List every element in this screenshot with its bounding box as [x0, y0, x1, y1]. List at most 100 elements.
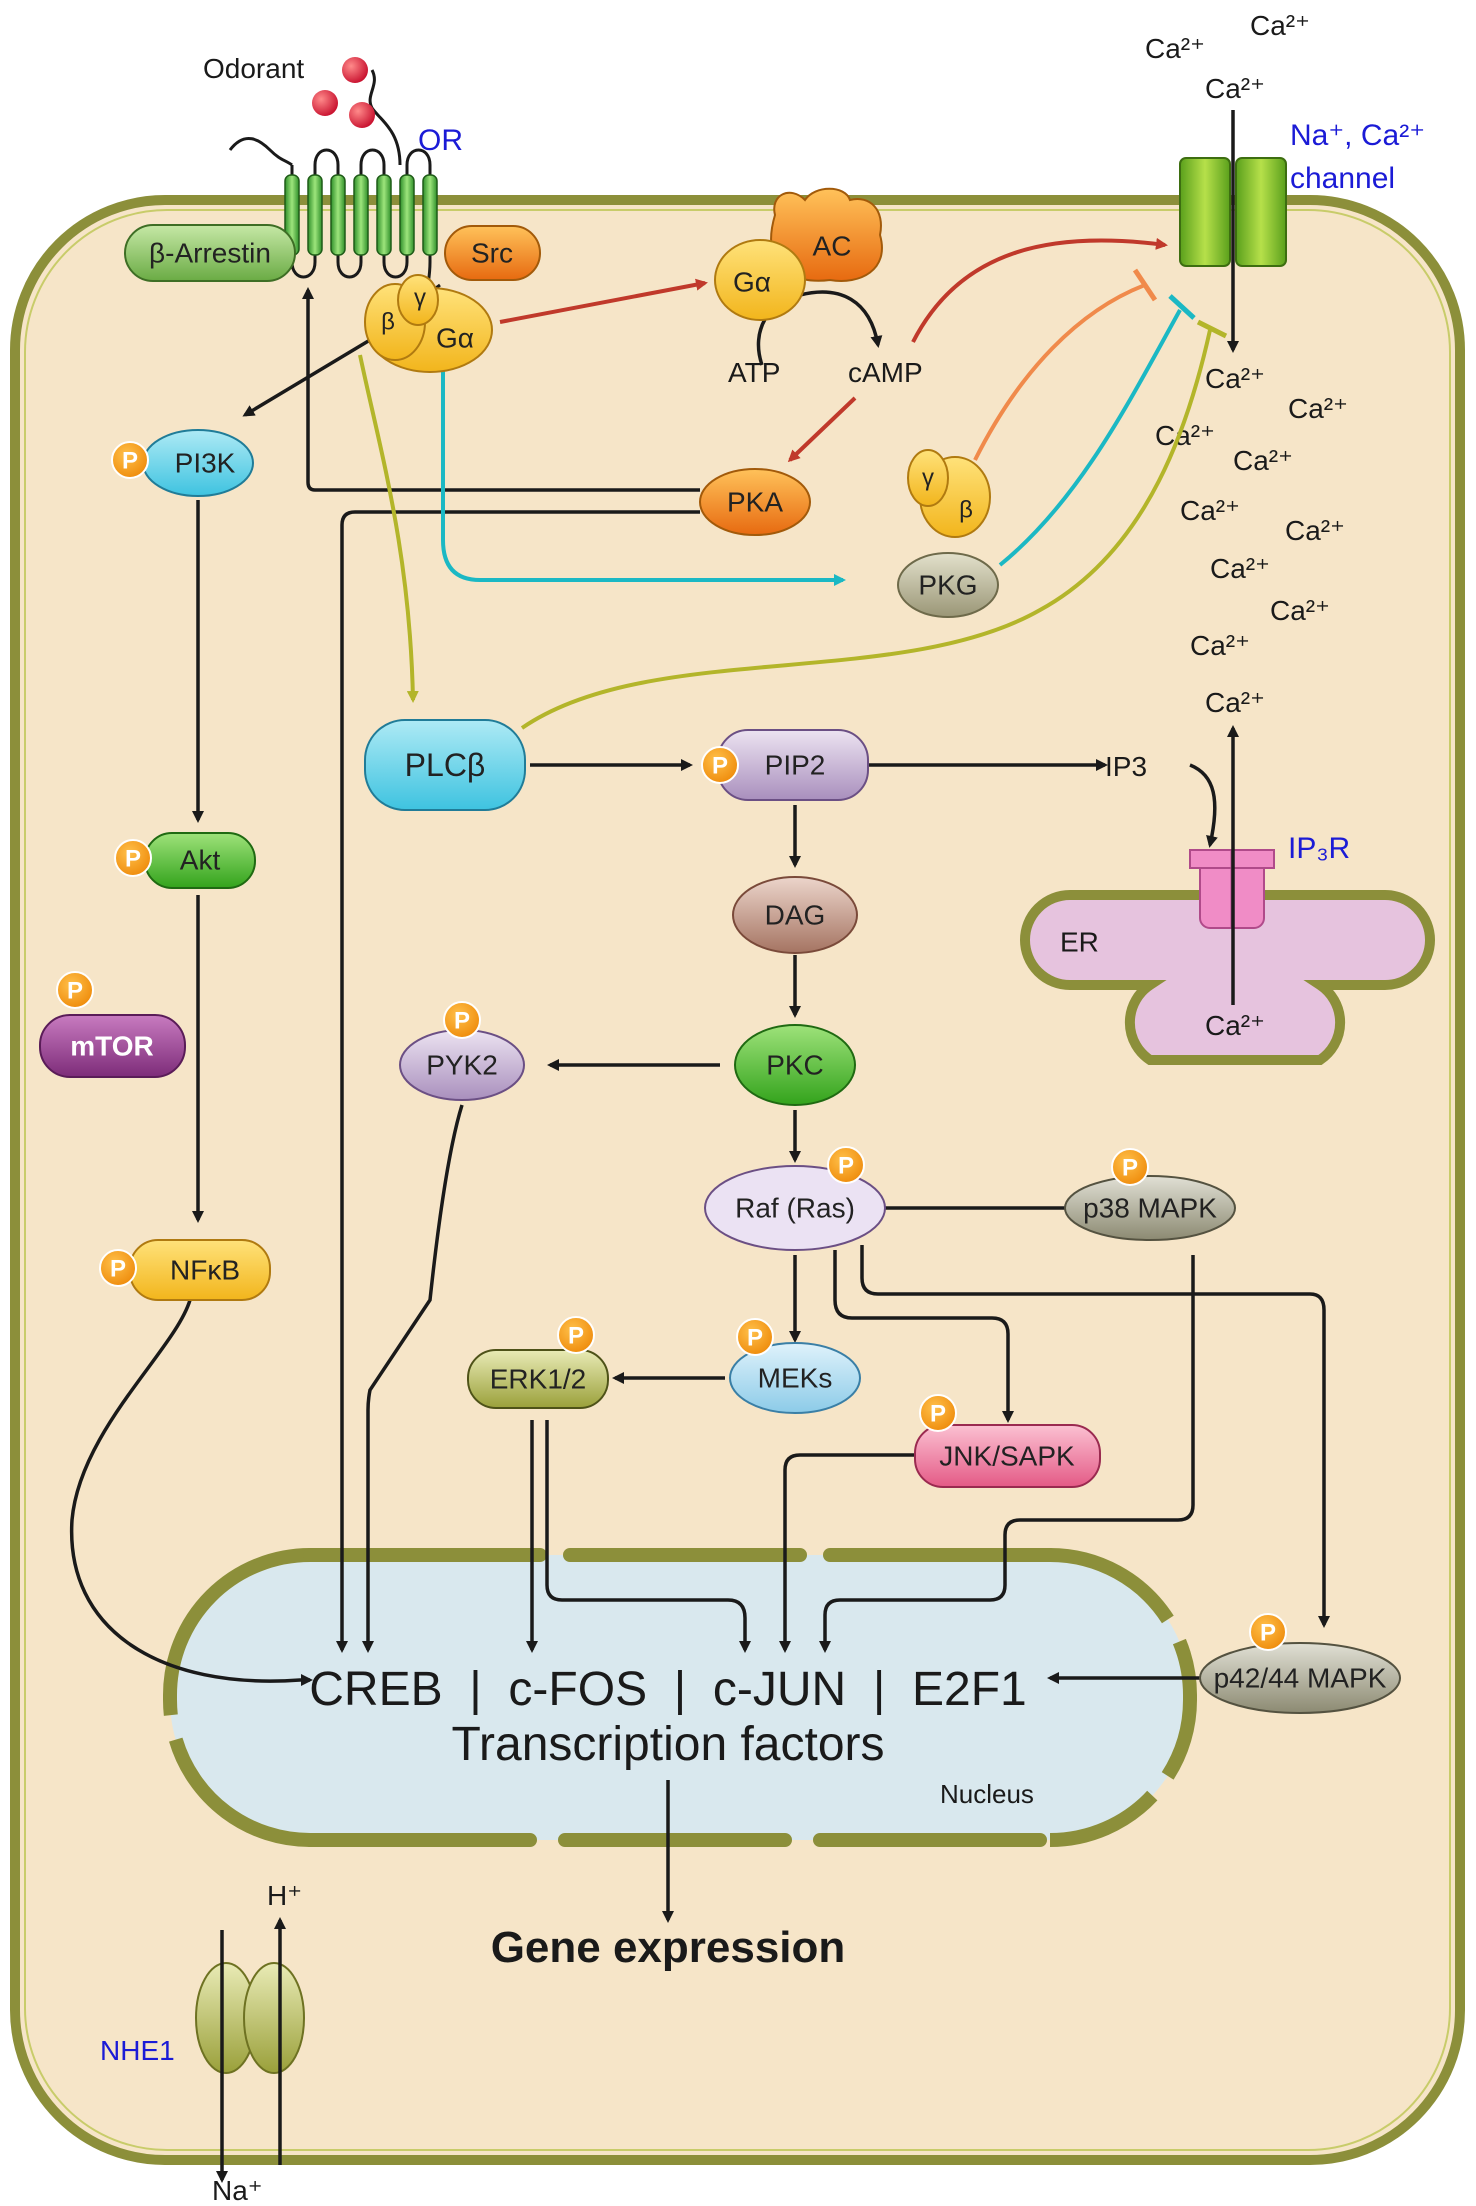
ca-ion-label: Ca²⁺: [1145, 33, 1205, 64]
src-label: Src: [471, 238, 513, 269]
nhe1-exchanger: NHE1 H⁺ Na⁺: [100, 1880, 305, 2206]
phospho-label: P: [712, 753, 728, 780]
pyk2-label: PYK2: [426, 1050, 498, 1081]
ca-ion-label: Ca²⁺: [1233, 445, 1293, 476]
ca-ion-label: Ca²⁺: [1285, 515, 1345, 546]
ip3-label: IP3: [1105, 751, 1147, 782]
phospho-label: P: [568, 1323, 584, 1350]
phospho-badge-pi3k: P: [111, 441, 149, 479]
gbg-beta-label: β: [959, 497, 973, 524]
node-pka: PKA: [699, 468, 811, 536]
ac-galpha-label: Gα: [733, 267, 771, 298]
ca-ion-label: Ca²⁺: [1250, 10, 1310, 41]
camp-label: cAMP: [848, 357, 923, 388]
channel-label-line2: channel: [1290, 162, 1395, 195]
g-beta-label: β: [381, 309, 395, 336]
node-dag: DAG: [732, 876, 858, 954]
odorant-label: Odorant: [203, 53, 304, 84]
phospho-label: P: [1260, 1620, 1276, 1647]
ca-ion-label: Ca²⁺: [1205, 1010, 1265, 1041]
atp-label: ATP: [728, 357, 780, 388]
p38-label: p38 MAPK: [1083, 1193, 1217, 1224]
ip3r-label: IP₃R: [1288, 832, 1350, 865]
phospho-label: P: [122, 448, 138, 475]
gene-expression-label: Gene expression: [491, 1923, 846, 1972]
beta-arrestin-label: β-Arrestin: [149, 238, 271, 269]
node-mtor: mTOR: [39, 1014, 186, 1078]
phospho-label: P: [67, 978, 83, 1005]
node-p38-mapk: p38 MAPK: [1064, 1175, 1236, 1241]
pkc-label: PKC: [766, 1050, 824, 1081]
odorant-molecule: [349, 102, 375, 128]
h-plus-label: H⁺: [267, 1880, 302, 1911]
phospho-badge-nfkb: P: [99, 1249, 137, 1287]
dag-label: DAG: [765, 900, 826, 931]
channel-label-line1: Na⁺, Ca²⁺: [1290, 119, 1425, 152]
phospho-label: P: [454, 1008, 470, 1035]
p4244-label: p42/44 MAPK: [1214, 1663, 1387, 1694]
plcb-label: PLCβ: [405, 747, 486, 783]
phospho-label: P: [1122, 1155, 1138, 1182]
gbg-gamma-label: γ: [922, 465, 934, 492]
phospho-badge-pyk2: P: [443, 1001, 481, 1039]
g-alpha-label: Gα: [436, 323, 474, 354]
ca-ion-label: Ca²⁺: [1288, 393, 1348, 424]
node-g-protein: β γ Gα: [364, 274, 493, 373]
phospho-badge-jnk: P: [919, 1394, 957, 1432]
node-pkc: PKC: [734, 1024, 856, 1106]
nfkb-label: NFκB: [170, 1255, 240, 1286]
g-gamma-label: γ: [414, 285, 426, 312]
akt-label: Akt: [180, 845, 221, 876]
odorant: Odorant: [203, 53, 375, 128]
node-pyk2: PYK2: [399, 1029, 525, 1101]
node-nfkb: NFκB: [129, 1239, 271, 1301]
phospho-label: P: [930, 1401, 946, 1428]
node-akt: Akt: [144, 832, 256, 889]
pip2-label: PIP2: [765, 750, 826, 781]
er-label: ER: [1060, 927, 1099, 958]
node-pkg: PKG: [897, 552, 999, 618]
mtor-label: mTOR: [70, 1031, 154, 1062]
phospho-badge-pip2: P: [701, 746, 739, 784]
ca-ion-label: Ca²⁺: [1205, 73, 1265, 104]
node-beta-arrestin: β-Arrestin: [124, 224, 296, 282]
phospho-label: P: [125, 846, 141, 873]
erk-label: ERK1/2: [490, 1364, 587, 1395]
meks-label: MEKs: [758, 1363, 833, 1394]
phospho-badge-p4244: P: [1249, 1613, 1287, 1651]
ca-ion-label: Ca²⁺: [1205, 363, 1265, 394]
or-label: OR: [418, 124, 463, 157]
phospho-badge-p38: P: [1111, 1148, 1149, 1186]
pkg-label: PKG: [918, 570, 977, 601]
node-meks: MEKs: [729, 1342, 861, 1414]
node-p42-44-mapk: p42/44 MAPK: [1199, 1642, 1401, 1714]
transcription-factor-list: CREB | c-FOS | c-JUN | E2F1: [309, 1663, 1027, 1716]
pathway-arrows: [69, 110, 1330, 2183]
phospho-badges: P P P P P P P P P P P P: [56, 441, 1287, 1651]
ac-label: AC: [813, 231, 852, 262]
phospho-badge-akt: P: [114, 839, 152, 877]
node-src: Src: [444, 225, 541, 281]
pka-label: PKA: [727, 487, 783, 518]
phospho-label: P: [110, 1256, 126, 1283]
node-erk: ERK1/2: [467, 1349, 609, 1409]
nhe1-label: NHE1: [100, 2035, 175, 2066]
transcription-factors-label: Transcription factors: [451, 1718, 884, 1771]
raf-label: Raf (Ras): [735, 1193, 855, 1224]
odorant-molecule: [342, 57, 368, 83]
node-adenylyl-cyclase: AC Gα: [714, 187, 883, 321]
odorant-molecule: [312, 90, 338, 116]
ca-ion-label: Ca²⁺: [1270, 595, 1330, 626]
ca-ion-label: Ca²⁺: [1190, 630, 1250, 661]
jnk-label: JNK/SAPK: [939, 1441, 1075, 1472]
phospho-badge-meks: P: [736, 1318, 774, 1356]
ca-ion-label: Ca²⁺: [1180, 495, 1240, 526]
colored-signal-arrows: [358, 237, 1228, 730]
phospho-badge-raf: P: [827, 1146, 865, 1184]
ca-ion-label: Ca²⁺: [1205, 687, 1265, 718]
phospho-badge-mtor: P: [56, 971, 94, 1009]
pi3k-label: PI3K: [175, 448, 236, 479]
phospho-label: P: [747, 1325, 763, 1352]
ca-ion-label: Ca²⁺: [1210, 553, 1270, 584]
